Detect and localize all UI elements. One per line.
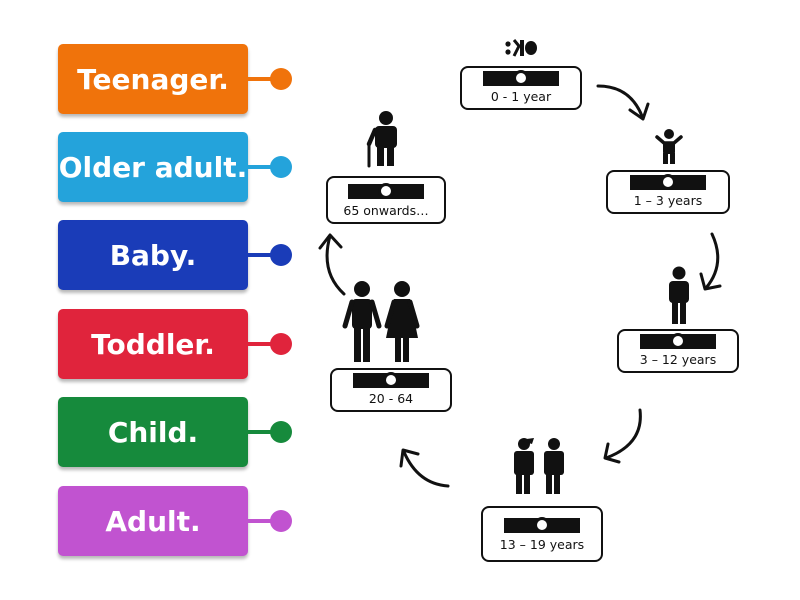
toddler-icon: [655, 129, 683, 164]
stage-label: 13 – 19 years: [499, 537, 585, 552]
knob-teenager[interactable]: [270, 68, 292, 90]
adults-icon: [342, 281, 420, 362]
connector-adult: [248, 519, 278, 523]
cycle-arrow-baby-to-toddler: [596, 84, 650, 121]
label-card-toddler[interactable]: Toddler.: [58, 309, 248, 379]
connector-older-adult: [248, 165, 278, 169]
stage-label: 0 - 1 year: [490, 89, 552, 104]
cycle-arrow-child-to-teenager: [603, 408, 642, 464]
knob-baby[interactable]: [270, 244, 292, 266]
drop-slot[interactable]: [483, 70, 559, 86]
knob-older-adult[interactable]: [270, 156, 292, 178]
teenagers-icon: [514, 438, 564, 494]
stage-box-13-19-years[interactable]: 13 – 19 years: [481, 506, 603, 562]
connector-baby: [248, 253, 278, 257]
stage-label: 1 – 3 years: [633, 193, 703, 208]
knob-toddler[interactable]: [270, 333, 292, 355]
drop-slot[interactable]: [504, 517, 580, 533]
stage-box-0-1-year[interactable]: 0 - 1 year: [460, 66, 582, 110]
stage-box-65-onwards[interactable]: 65 onwards…: [326, 176, 446, 224]
knob-child[interactable]: [270, 421, 292, 443]
stage-label: 3 – 12 years: [639, 352, 717, 367]
connector-toddler: [248, 342, 278, 346]
stage-box-20-64[interactable]: 20 - 64: [330, 368, 452, 412]
label-card-child[interactable]: Child.: [58, 397, 248, 467]
stage-box-1-3-years[interactable]: 1 – 3 years: [606, 170, 730, 214]
connector-teenager: [248, 77, 278, 81]
drop-slot[interactable]: [640, 333, 716, 349]
drop-slot[interactable]: [630, 174, 706, 190]
cycle-arrow-toddler-to-child: [699, 232, 722, 291]
label-card-adult[interactable]: Adult.: [58, 486, 248, 556]
stage-label: 20 - 64: [368, 391, 414, 406]
cycle-arrow-adult-to-older-adult: [318, 233, 346, 296]
label-card-teenager[interactable]: Teenager.: [58, 44, 248, 114]
label-card-baby[interactable]: Baby.: [58, 220, 248, 290]
stage-box-3-12-years[interactable]: 3 – 12 years: [617, 329, 739, 373]
drop-slot[interactable]: [353, 372, 429, 388]
stage-label: 65 onwards…: [343, 203, 429, 218]
knob-adult[interactable]: [270, 510, 292, 532]
cycle-arrow-teenager-to-adult: [399, 448, 450, 488]
older-adult-icon: [366, 111, 397, 168]
connector-child: [248, 430, 278, 434]
drop-slot[interactable]: [348, 183, 424, 199]
child-icon: [669, 266, 689, 324]
baby-icon: [505, 39, 537, 57]
label-card-older-adult[interactable]: Older adult.: [58, 132, 248, 202]
